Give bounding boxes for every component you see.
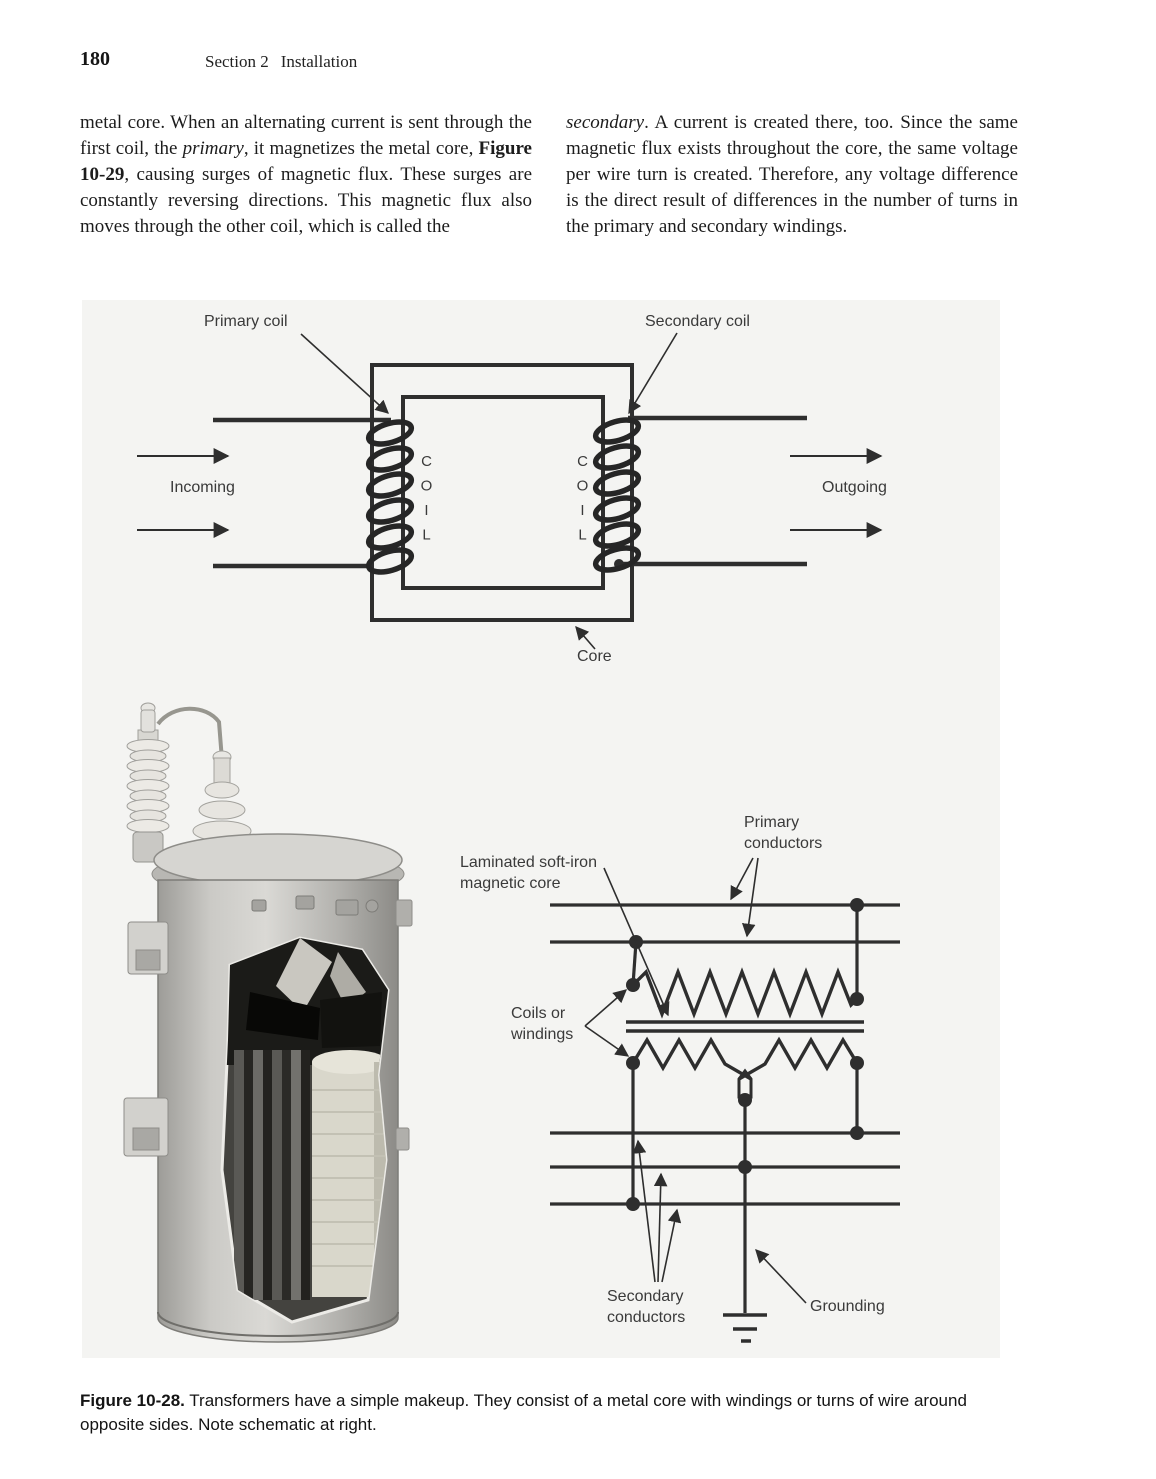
grounding-label: Grounding <box>810 1298 885 1315</box>
page-number: 180 <box>80 48 110 70</box>
junction-dots <box>626 898 864 1211</box>
secondary-coil-text: COIL <box>574 453 591 551</box>
left-column-paragraph: metal core. When an alternating current … <box>80 112 532 237</box>
secondary-coil-label: Secondary coil <box>645 313 750 330</box>
laminated-core-pointer <box>603 867 670 1017</box>
primary-coil-pointer <box>300 333 390 414</box>
primary-conductors-pointer-1 <box>730 857 754 901</box>
secondary-coil-pointer <box>628 332 678 415</box>
secondary-conductors-label: Secondary conductors <box>607 1286 685 1328</box>
secondary-winding-left <box>631 1036 752 1081</box>
primary-conductors-pointer-2 <box>741 857 759 938</box>
pointer-arrows-schematic <box>584 857 807 1304</box>
secondary-coil-winding <box>592 417 642 573</box>
secondary-conductors-label-line1: Secondary <box>607 1288 684 1305</box>
laminated-core-label-line1: Laminated soft-iron <box>460 854 597 871</box>
secondary-pointer-2 <box>653 1172 668 1283</box>
photo-lid <box>153 833 403 887</box>
coils-windings-label-line1: Coils or <box>511 1005 566 1022</box>
secondary-pointer-1 <box>632 1139 656 1283</box>
primary-coil-label: Primary coil <box>204 313 288 330</box>
secondary-winding-right <box>738 1036 859 1081</box>
transformer-core-diagram <box>137 332 883 650</box>
primary-conductors-label-line1: Primary <box>744 814 800 831</box>
transformer-schematic <box>550 857 900 1343</box>
core-outer-rect <box>370 363 634 622</box>
primary-coil-winding <box>365 419 415 575</box>
photo-mounting-brackets <box>123 899 413 1157</box>
flow-arrows <box>137 448 883 538</box>
photo-top-fittings <box>251 895 379 916</box>
core-pointer <box>575 625 596 650</box>
running-head-title: Installation <box>280 52 358 71</box>
coils-pointer-1 <box>584 989 628 1027</box>
primary-conductors-label: Primary conductors <box>744 812 822 854</box>
laminated-core-label: Laminated soft-iron magnetic core <box>460 852 597 894</box>
grounding-pointer <box>755 1249 807 1304</box>
running-head-section: Section 2 <box>205 52 269 71</box>
center-tap-loop <box>737 1068 753 1099</box>
photo-bushing-arrester <box>126 702 170 863</box>
photo-tank-bottom-rim <box>157 1311 399 1337</box>
running-head: Section 2 Installation <box>205 52 357 72</box>
coils-pointer-2 <box>584 1025 630 1057</box>
outgoing-label: Outgoing <box>822 479 887 496</box>
photo-jumper-wire <box>156 706 224 761</box>
right-column: secondary. A current is created there, t… <box>566 110 1018 240</box>
pointer-arrows-top <box>300 332 678 650</box>
right-column-paragraph: secondary. A current is created there, t… <box>566 112 1018 237</box>
secondary-conductors-label-line2: conductors <box>607 1309 686 1326</box>
transformer-photo <box>123 702 413 1343</box>
secondary-pointer-3 <box>661 1208 682 1283</box>
primary-conductors-label-line2: conductors <box>744 835 823 852</box>
figure-drawing <box>123 332 900 1343</box>
primary-coil-text: COIL <box>418 453 435 551</box>
core-label: Core <box>577 648 612 665</box>
page-header: 180 <box>80 48 110 71</box>
coils-windings-label-line2: windings <box>511 1026 574 1043</box>
figure-caption: Figure 10-28. Transformers have a simple… <box>80 1391 967 1434</box>
primary-winding-zigzag <box>631 967 859 1019</box>
ground-symbol <box>723 1313 767 1343</box>
laminated-core-label-line2: magnetic core <box>460 875 561 892</box>
photo-cutaway-internals <box>222 938 388 1300</box>
tap-left-upper <box>631 941 638 986</box>
coils-windings-label: Coils or windings <box>511 1003 573 1045</box>
incoming-label: Incoming <box>170 479 235 496</box>
figure-10-28 <box>82 300 1000 1358</box>
left-column: metal core. When an alternating current … <box>80 110 532 240</box>
